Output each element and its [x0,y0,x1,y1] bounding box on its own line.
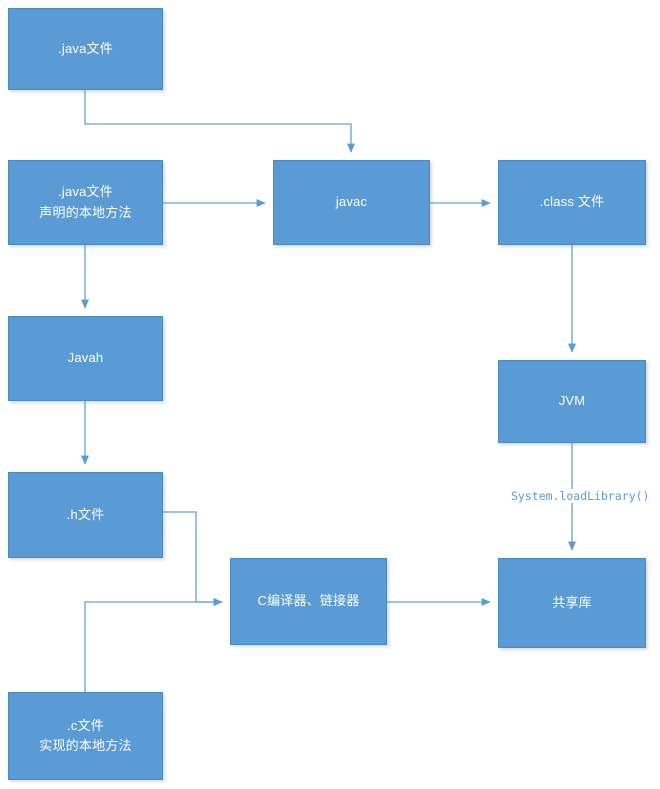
node-jvm[interactable]: JVM [498,360,646,443]
node-label-line1: .java文件 [58,40,113,56]
node-label-line2: 实现的本地方法 [39,738,132,753]
node-java-file[interactable]: .java文件 [8,8,163,90]
node-label-line1: .h文件 [66,506,105,522]
node-label-line1: .java文件 [58,184,113,200]
node-label-line1: Javah [67,350,104,366]
node-label-line1: .c文件 [67,717,104,733]
connector-hfile-to-ccompiler [163,511,223,606]
edge-label-load-library: System.loadLibrary() [508,489,653,503]
node-label-line1: javac [335,194,368,210]
node-label-line2: 声明的本地方法 [39,204,132,220]
node-label-line1: C编译器、链接器 [257,593,360,609]
node-javah[interactable]: Javah [8,316,163,401]
node-label-line1: .class 文件 [539,194,605,210]
node-label-line1: 共享库 [552,594,592,610]
node-c-compiler-linker[interactable]: C编译器、链接器 [230,558,387,645]
connector-java-to-javac [84,90,355,153]
node-label-line1: JVM [558,393,586,409]
node-javac[interactable]: javac [273,160,430,245]
connector-cfile-to-ccompiler [84,598,223,692]
node-shared-library[interactable]: 共享库 [498,558,646,648]
node-c-file[interactable]: .c文件 实现的本地方法 [8,692,163,780]
node-h-file[interactable]: .h文件 [8,472,163,558]
node-java-file-native[interactable]: .java文件 声明的本地方法 [8,160,163,245]
node-class-file[interactable]: .class 文件 [498,160,646,245]
